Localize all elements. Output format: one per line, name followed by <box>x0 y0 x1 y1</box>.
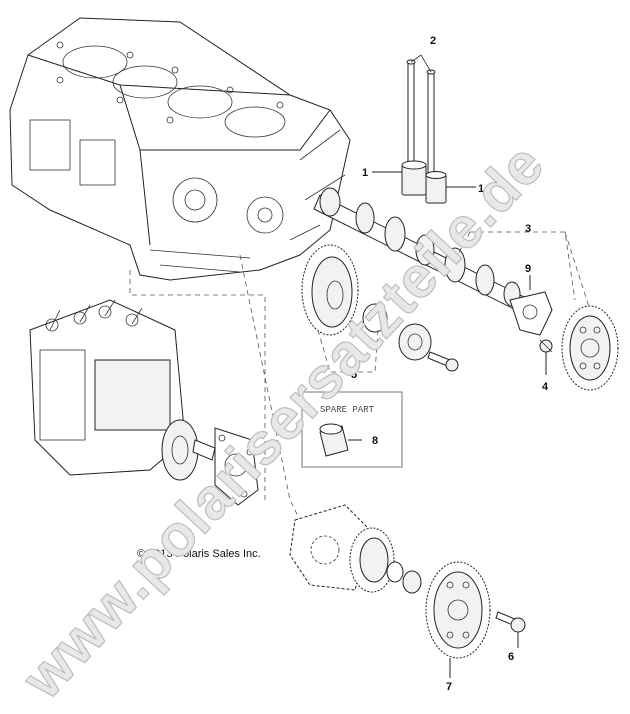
callout-5: 5 <box>351 369 357 381</box>
engine-block <box>9 17 351 281</box>
callout-9: 9 <box>525 263 531 275</box>
pump-gear <box>425 561 491 659</box>
spare-part-box: SPARE PART <box>301 391 403 468</box>
thrust-plate <box>509 291 553 353</box>
injection-pump <box>29 299 216 481</box>
callout-1: 1 <box>478 183 484 195</box>
callout-3: 3 <box>525 223 531 235</box>
callout-2: 2 <box>430 35 436 47</box>
cam-gear <box>561 305 619 391</box>
pump-gasket <box>214 427 259 506</box>
copyright-notice: © 2013 Polaris Sales Inc. <box>137 548 261 560</box>
leader-line <box>129 270 266 500</box>
callout-8: 8 <box>372 435 378 447</box>
callout-6: 6 <box>508 651 514 663</box>
pump-drive-gear <box>349 527 422 594</box>
callout-1: 1 <box>362 167 368 179</box>
lower-gasket <box>289 504 371 591</box>
tappets <box>378 160 470 204</box>
callout-4: 4 <box>542 381 549 393</box>
pump-gear-bolt <box>495 611 526 633</box>
leader-line <box>239 254 301 521</box>
callout-7: 7 <box>446 681 452 693</box>
spare-part-label: SPARE PART <box>320 405 375 415</box>
group-bracket <box>454 231 591 311</box>
idler-gear <box>301 244 459 373</box>
